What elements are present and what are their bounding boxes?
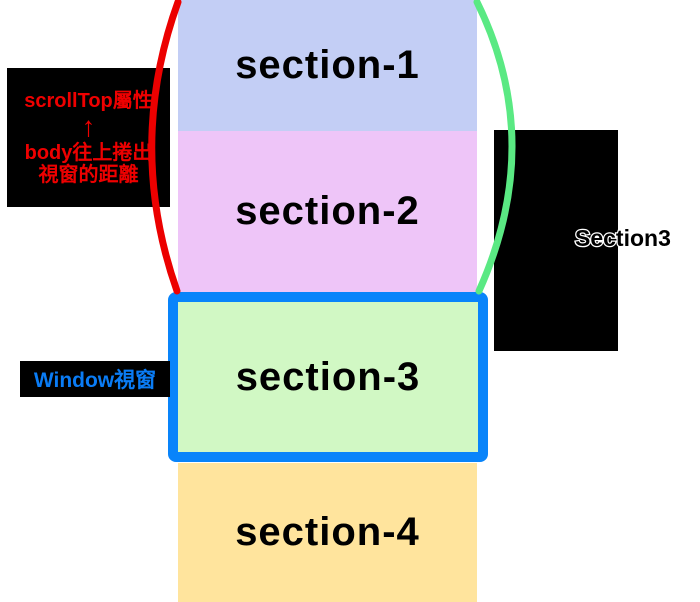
- section3-callout-label: Section3: [574, 224, 672, 253]
- scrolltop-description-line1: body往上捲出: [24, 141, 153, 164]
- window-annotation-box: Window視窗: [20, 361, 170, 397]
- section-1-label: section-1: [235, 43, 420, 87]
- section-4-label: section-4: [235, 510, 420, 554]
- section-2-label: section-2: [235, 189, 420, 233]
- section-4-block: section-4: [178, 463, 477, 602]
- scrolltop-property-label: scrollTop屬性: [24, 89, 153, 112]
- window-label: Window視窗: [33, 369, 157, 392]
- section-2-block: section-2: [178, 131, 477, 292]
- window-viewport-box: section-3: [168, 292, 488, 462]
- scrolltop-description-line2: 視窗的距離: [38, 163, 139, 186]
- section-1-block: section-1: [178, 0, 477, 131]
- up-arrow-icon: ↑: [81, 110, 96, 142]
- section-3-label: section-3: [235, 354, 421, 399]
- scrolltop-annotation-box: scrollTop屬性 ↑ body往上捲出 視窗的距離: [7, 68, 170, 207]
